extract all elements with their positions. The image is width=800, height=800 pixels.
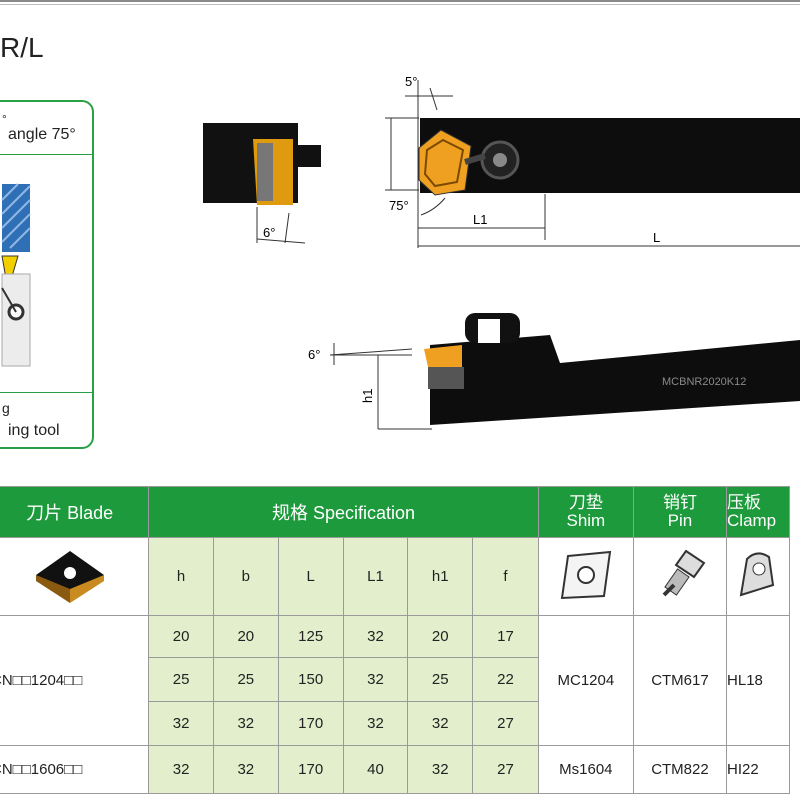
top-angle-label: 5° [405,74,417,89]
shim-cell-2: Ms1604 [537,745,634,794]
cell-h1: 32 [407,745,474,794]
info-divider-bottom [0,392,92,393]
cell-b: 20 [212,615,279,658]
cell-h1: 20 [407,615,474,658]
pin-cell-1: CTM617 [632,615,728,746]
col-b: b [212,537,279,616]
info-tool-text: ing tool [8,422,60,439]
clamp-icon [739,552,775,596]
info-bottom-partial: g [2,400,10,416]
shank-side-shape [430,335,800,425]
cell-b: 32 [212,701,279,746]
cell-l1: 32 [342,615,409,658]
cell-l: 125 [277,615,344,658]
cell-h: 32 [148,701,214,746]
cell-l: 170 [277,745,344,794]
blade-header: 刀片 Blade [0,486,150,538]
page-title: R/L [0,32,44,63]
info-top-partial: ° [2,112,7,126]
cell-b: 32 [212,745,279,794]
pin-icon [662,549,706,596]
shank-marking-label: MCBNR2020K12 [662,376,746,388]
col-l: L [277,537,344,616]
cell-h: 20 [148,615,214,658]
cell-l: 150 [277,657,344,702]
info-panel: ° angle 75° g ing tool [0,100,94,449]
clamp-end-shape [293,145,321,167]
cell-l1: 32 [342,701,409,746]
shim-icon-cell [537,537,634,616]
shim-side-shape [428,367,464,389]
shim-cell-1: MC1204 [537,615,634,746]
dim-l-label: L [653,230,660,245]
spec-header: 规格 Specification [148,486,539,538]
cell-f: 27 [472,745,539,794]
clamp-icon-cell [726,537,790,616]
cell-b: 25 [212,657,279,702]
blade-cell-1606: CN□□1606□□ [0,745,150,794]
side-angle-label: 6° [308,347,320,362]
cell-h1: 32 [407,701,474,746]
hatch-pattern [1,183,31,249]
dim-h1-label: h1 [360,389,375,403]
cell-l1: 40 [342,745,409,794]
clamp-cell-1: HL18 [726,615,790,746]
cell-l1: 32 [342,657,409,702]
top-view-drawing: 5° f 75° L1 L [385,74,800,248]
top-rule-thin [0,4,800,5]
insert-shape [1,255,19,291]
cell-h: 32 [148,745,214,794]
info-angle-text: angle 75° [8,126,76,143]
clamp-cell-2: HI22 [726,745,790,794]
end-angle-label: 6° [263,225,275,240]
cell-f: 27 [472,701,539,746]
col-f: f [472,537,539,616]
cell-l: 170 [277,701,344,746]
angle-75-label: 75° [389,198,409,213]
col-h1: h1 [407,537,474,616]
dim-l1-label: L1 [473,212,487,227]
side-view-drawing: MCBNR2020K12 6° h1 [308,313,800,430]
top-rule [0,0,800,2]
blade-insert-icon [35,550,104,603]
cell-f: 22 [472,657,539,702]
cell-h: 25 [148,657,214,702]
tool-illustration [1,183,31,367]
insert-side-shape [424,345,462,367]
shim-end-shape [257,143,273,201]
cell-f: 17 [472,615,539,658]
col-h: h [148,537,214,616]
col-l1: L1 [342,537,409,616]
blade-icon-cell [0,537,150,616]
pin-cell-2: CTM822 [632,745,728,794]
shim-icon [560,550,612,599]
clamp-screw-icon [493,153,507,167]
info-divider-top [0,154,92,155]
pin-icon-cell [632,537,728,616]
end-view-drawing: 6° [203,123,321,244]
cell-h1: 25 [407,657,474,702]
blade-cell-1204: CN□□1204□□ [0,615,150,746]
